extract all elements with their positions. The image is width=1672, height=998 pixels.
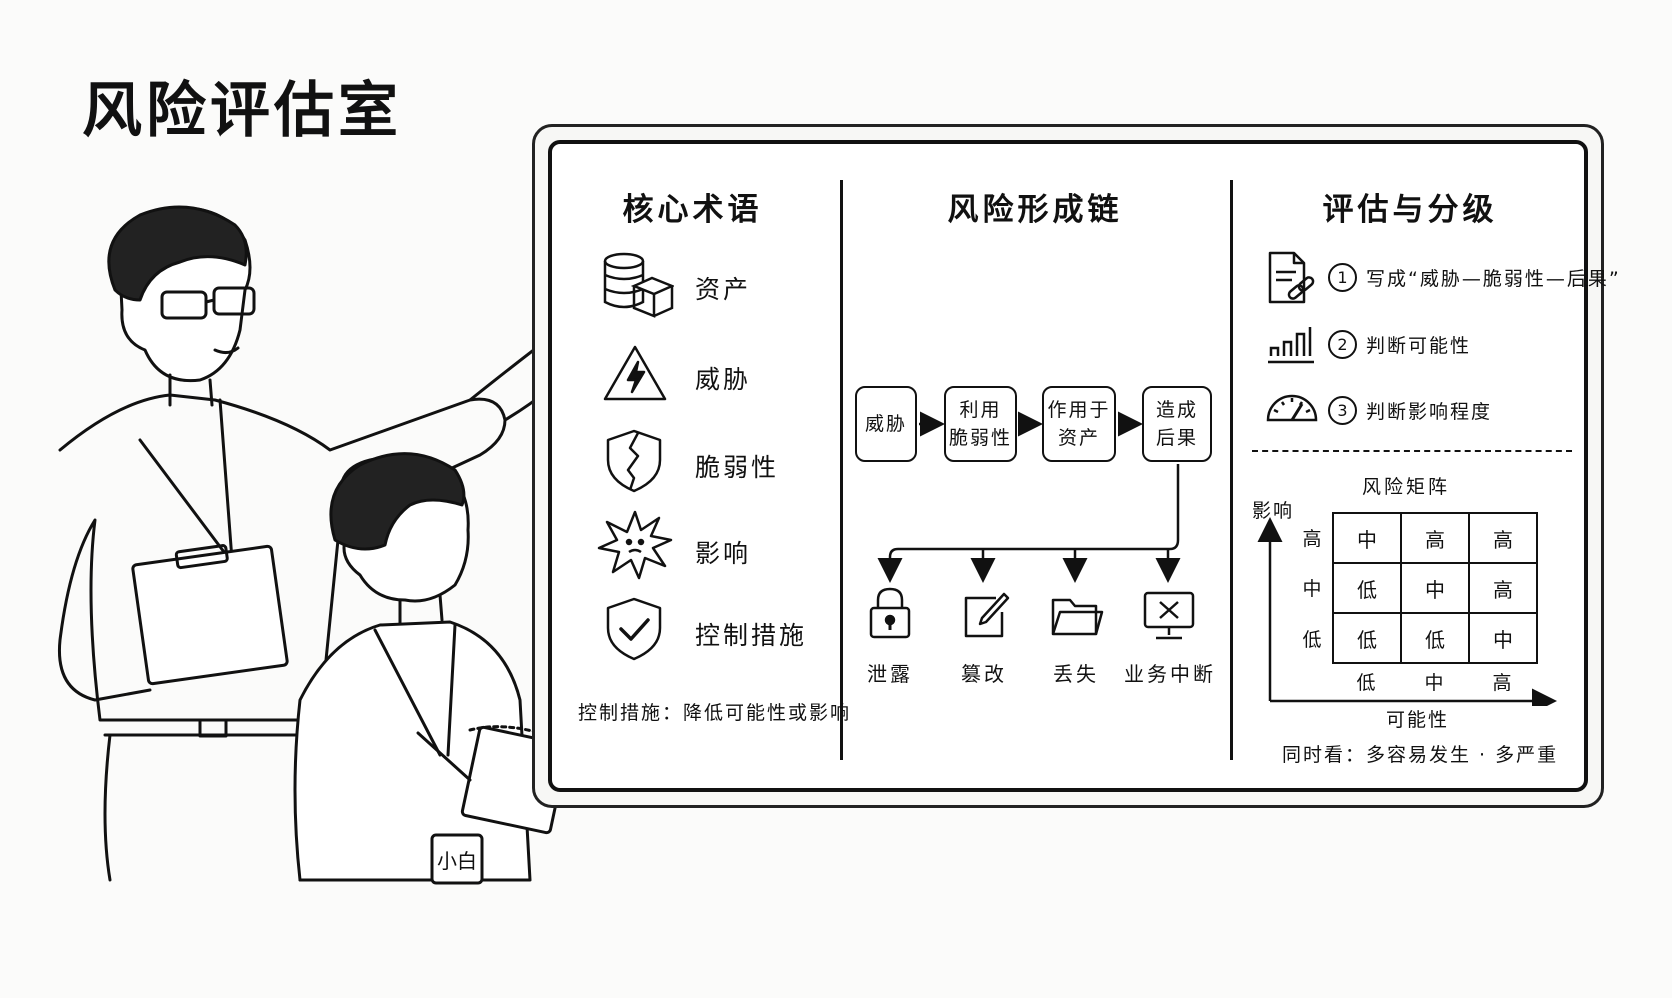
matrix-cell: 中 xyxy=(1400,562,1470,614)
student-figure xyxy=(293,452,570,885)
term-impact: 影响 xyxy=(695,539,752,568)
matrix-row-label: 低 xyxy=(1302,629,1322,651)
consequence-business-interruption: 业务中断 xyxy=(1124,662,1216,686)
column-divider xyxy=(1230,180,1233,760)
step-2-text: 判断可能性 xyxy=(1366,335,1472,357)
matrix-cell: 中 xyxy=(1332,512,1402,564)
section-separator xyxy=(1252,450,1572,452)
matrix-row-label: 高 xyxy=(1302,528,1322,550)
cracked-shield-icon xyxy=(606,429,662,493)
column-divider xyxy=(840,180,843,760)
matrix-cell: 低 xyxy=(1332,612,1402,664)
matrix-col-label: 高 xyxy=(1492,672,1512,694)
matrix-y-axis-label: 影响 xyxy=(1252,500,1295,522)
bar-chart-icon xyxy=(1268,327,1314,364)
core-terms-title: 核心术语 xyxy=(622,192,763,228)
matrix-cell: 中 xyxy=(1468,612,1538,664)
database-box-icon xyxy=(603,252,674,318)
gauge-icon xyxy=(1266,394,1318,422)
matrix-col-label: 低 xyxy=(1356,672,1376,694)
consequence-loss: 丢失 xyxy=(1053,662,1099,686)
matrix-x-axis-label: 可能性 xyxy=(1386,709,1450,731)
matrix-cell: 高 xyxy=(1468,562,1538,614)
consequence-tamper: 篡改 xyxy=(961,662,1007,686)
matrix-cell: 高 xyxy=(1468,512,1538,564)
chain-step-exploit: 利用 脆弱性 xyxy=(944,386,1017,462)
matrix-cell: 低 xyxy=(1332,562,1402,614)
step-number-2: 2 xyxy=(1328,330,1357,359)
student-badge: 小白 xyxy=(437,849,477,873)
risk-chain-title: 风险形成链 xyxy=(947,192,1123,228)
step-number-1: 1 xyxy=(1328,263,1357,292)
teacher-figure xyxy=(57,205,570,882)
monitor-x-icon xyxy=(1143,591,1195,640)
whiteboard xyxy=(548,140,1588,792)
folder-icon xyxy=(1051,598,1104,636)
step-3-text: 判断影响程度 xyxy=(1366,401,1493,423)
chain-step-threat: 威胁 xyxy=(855,386,917,462)
page-title: 风险评估室 xyxy=(82,76,402,146)
term-threat: 威胁 xyxy=(695,365,752,394)
pencil-edit-icon xyxy=(964,592,1010,638)
step-1-text: 写成“威胁—脆弱性—后果” xyxy=(1366,268,1621,290)
matrix-axes xyxy=(1257,517,1557,706)
step-number-3: 3 xyxy=(1328,396,1357,425)
explosion-icon xyxy=(597,510,673,580)
chain-step-consequence: 造成 后果 xyxy=(1142,386,1212,462)
matrix-cell: 低 xyxy=(1400,612,1470,664)
risk-matrix-title: 风险矩阵 xyxy=(1362,476,1451,498)
risk-matrix: 中 高 高 低 中 高 低 低 中 xyxy=(1332,512,1538,664)
warning-lightning-icon xyxy=(603,345,667,401)
assessment-footer: 同时看：多容易发生 · 多严重 xyxy=(1282,744,1559,766)
consequence-leak: 泄露 xyxy=(867,662,913,686)
characters-illustration: 小白 xyxy=(57,205,570,885)
matrix-cell: 高 xyxy=(1400,512,1470,564)
term-vulnerability: 脆弱性 xyxy=(695,453,780,482)
padlock-icon xyxy=(869,587,911,639)
document-link-icon xyxy=(1268,251,1315,304)
term-asset: 资产 xyxy=(695,275,752,304)
assessment-title: 评估与分级 xyxy=(1322,192,1498,228)
term-control-measures: 控制措施 xyxy=(695,621,808,650)
chain-step-act-on-asset: 作用于 资产 xyxy=(1042,386,1116,462)
check-shield-icon xyxy=(606,597,662,661)
matrix-row-label: 中 xyxy=(1302,578,1322,600)
control-measures-note: 控制措施：降低可能性或影响 xyxy=(578,702,852,724)
matrix-col-label: 中 xyxy=(1424,672,1444,694)
